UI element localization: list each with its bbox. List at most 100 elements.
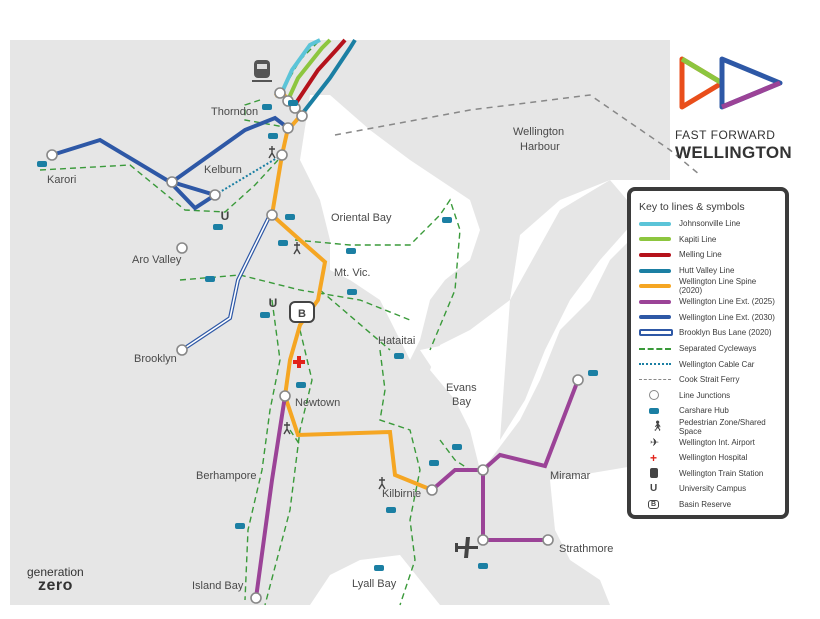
junction-station (282, 122, 294, 134)
car-icon (268, 133, 278, 139)
ext-2025-line (254, 395, 287, 599)
legend-label: Pedestrian Zone/Shared Space (679, 417, 766, 436)
line-icon (639, 249, 673, 261)
svg-text:B: B (298, 308, 306, 320)
legend-label: Separated Cycleways (679, 344, 757, 354)
ped-icon: 🚶︎ (651, 421, 664, 433)
dashed-icon (639, 343, 673, 355)
label-harbour-2: Harbour (520, 141, 560, 153)
label-evans-bay-1: Evans (446, 382, 477, 394)
label-berhampore: Berhampore (196, 470, 257, 482)
label-hataitai: Hataitai (378, 335, 415, 347)
legend-item-junction: Line Junctions (639, 388, 779, 404)
junction-island-bay (250, 592, 262, 604)
legend-item-line: Johnsonville Line (639, 216, 779, 232)
car-icon (386, 507, 396, 513)
legend-item-line: Wellington Line Ext. (2030) (639, 310, 779, 326)
legend-label: Carshare Hub (679, 406, 729, 416)
legend-label: University Campus (679, 484, 747, 494)
brand-line2: WELLINGTON (675, 143, 792, 162)
brand-line1: FAST FORWARD (675, 128, 776, 142)
junction-kilbirnie (426, 484, 438, 496)
junction-te-aro (266, 209, 278, 221)
legend-item-dotted: Wellington Cable Car (639, 356, 779, 372)
legend-item-line: Wellington Line Spine (2020) (639, 277, 779, 296)
junction-strathmore (542, 534, 554, 546)
legend-label: Wellington Train Station (679, 468, 764, 478)
label-kilbirnie: Kilbirnie (382, 488, 421, 500)
legend-label: Johnsonville Line (679, 219, 741, 229)
basin-reserve-icon: B (289, 301, 315, 323)
car-icon (235, 523, 245, 529)
car-icon (588, 370, 598, 376)
car-icon (262, 104, 272, 110)
legend-label: Wellington Line Spine (2020) (679, 277, 757, 296)
car-icon (374, 565, 384, 571)
ped-icon (293, 242, 301, 255)
plane-icon: ✈ (650, 436, 660, 449)
uni-icon: U (650, 483, 658, 495)
label-newtown: Newtown (295, 397, 340, 409)
ext-2025-east (430, 379, 580, 492)
junction-rongotai (477, 464, 489, 476)
university-icon-2: U (269, 296, 278, 310)
car-icon (639, 405, 673, 417)
ped-icon (283, 422, 291, 435)
train-icon (639, 467, 673, 479)
legend-label: Brooklyn Bus Lane (2020) (679, 328, 772, 338)
junctions (46, 87, 584, 604)
car-icon (288, 100, 298, 106)
brooklyn-bus-lane-inner (181, 214, 271, 351)
harbour-water (300, 40, 670, 470)
car-icon (260, 312, 270, 318)
label-harbour-1: Wellington (513, 126, 564, 138)
legend-item-dashed: Separated Cycleways (639, 341, 779, 357)
legend-label: Melling Line (679, 250, 722, 260)
label-karori: Karori (47, 174, 76, 186)
car-icon (347, 289, 357, 295)
legend-label: Line Junctions (679, 390, 731, 400)
line-icon (639, 218, 673, 230)
airport-icon (455, 537, 478, 558)
label-thorndon: Thorndon (211, 106, 258, 118)
shelly-bay-block (500, 180, 640, 440)
melling-line (292, 38, 347, 108)
legend-item-hospital: +Wellington Hospital (639, 450, 779, 466)
junction-brooklyn (176, 344, 188, 356)
junction-thorndon-1 (274, 87, 286, 99)
line-icon (639, 296, 673, 308)
junction-miramar (572, 374, 584, 386)
legend-item-busline: Brooklyn Bus Lane (2020) (639, 325, 779, 341)
label-evans-bay-2: Bay (452, 396, 471, 408)
legend-title: Key to lines & symbols (639, 201, 745, 213)
label-miramar: Miramar (550, 470, 591, 482)
legend-label: Wellington Cable Car (679, 359, 755, 369)
pedestrian-icons (268, 146, 386, 490)
dotted-icon (639, 358, 673, 370)
junction-lambton (276, 149, 288, 161)
car-icon (37, 161, 47, 167)
junction-icon (639, 389, 673, 401)
label-lyall-bay: Lyall Bay (352, 578, 397, 590)
car-icon (296, 382, 306, 388)
legend-item-ped: 🚶︎ Pedestrian Zone/Shared Space (639, 417, 779, 436)
ped-icon (268, 146, 276, 159)
label-oriental-bay: Oriental Bay (331, 212, 392, 224)
basin-icon: B (639, 498, 673, 510)
line-icon (639, 280, 673, 292)
car-icon (442, 217, 452, 223)
car-icon (478, 563, 488, 569)
car-icon (285, 214, 295, 220)
ferry-route (334, 94, 701, 176)
label-mt-vic: Mt. Vic. (334, 267, 370, 279)
legend-item-plane: ✈Wellington Int. Airport (639, 434, 779, 450)
label-island-bay: Island Bay (192, 580, 244, 592)
legend-label: Kapiti Line (679, 234, 717, 244)
busline-icon (639, 327, 673, 339)
johnsonville-line (280, 38, 321, 93)
legend-item-ferry: Cook Strait Ferry (639, 372, 779, 388)
legend-item-line: Wellington Line Ext. (2025) (639, 294, 779, 310)
train-station-icon (252, 60, 272, 82)
